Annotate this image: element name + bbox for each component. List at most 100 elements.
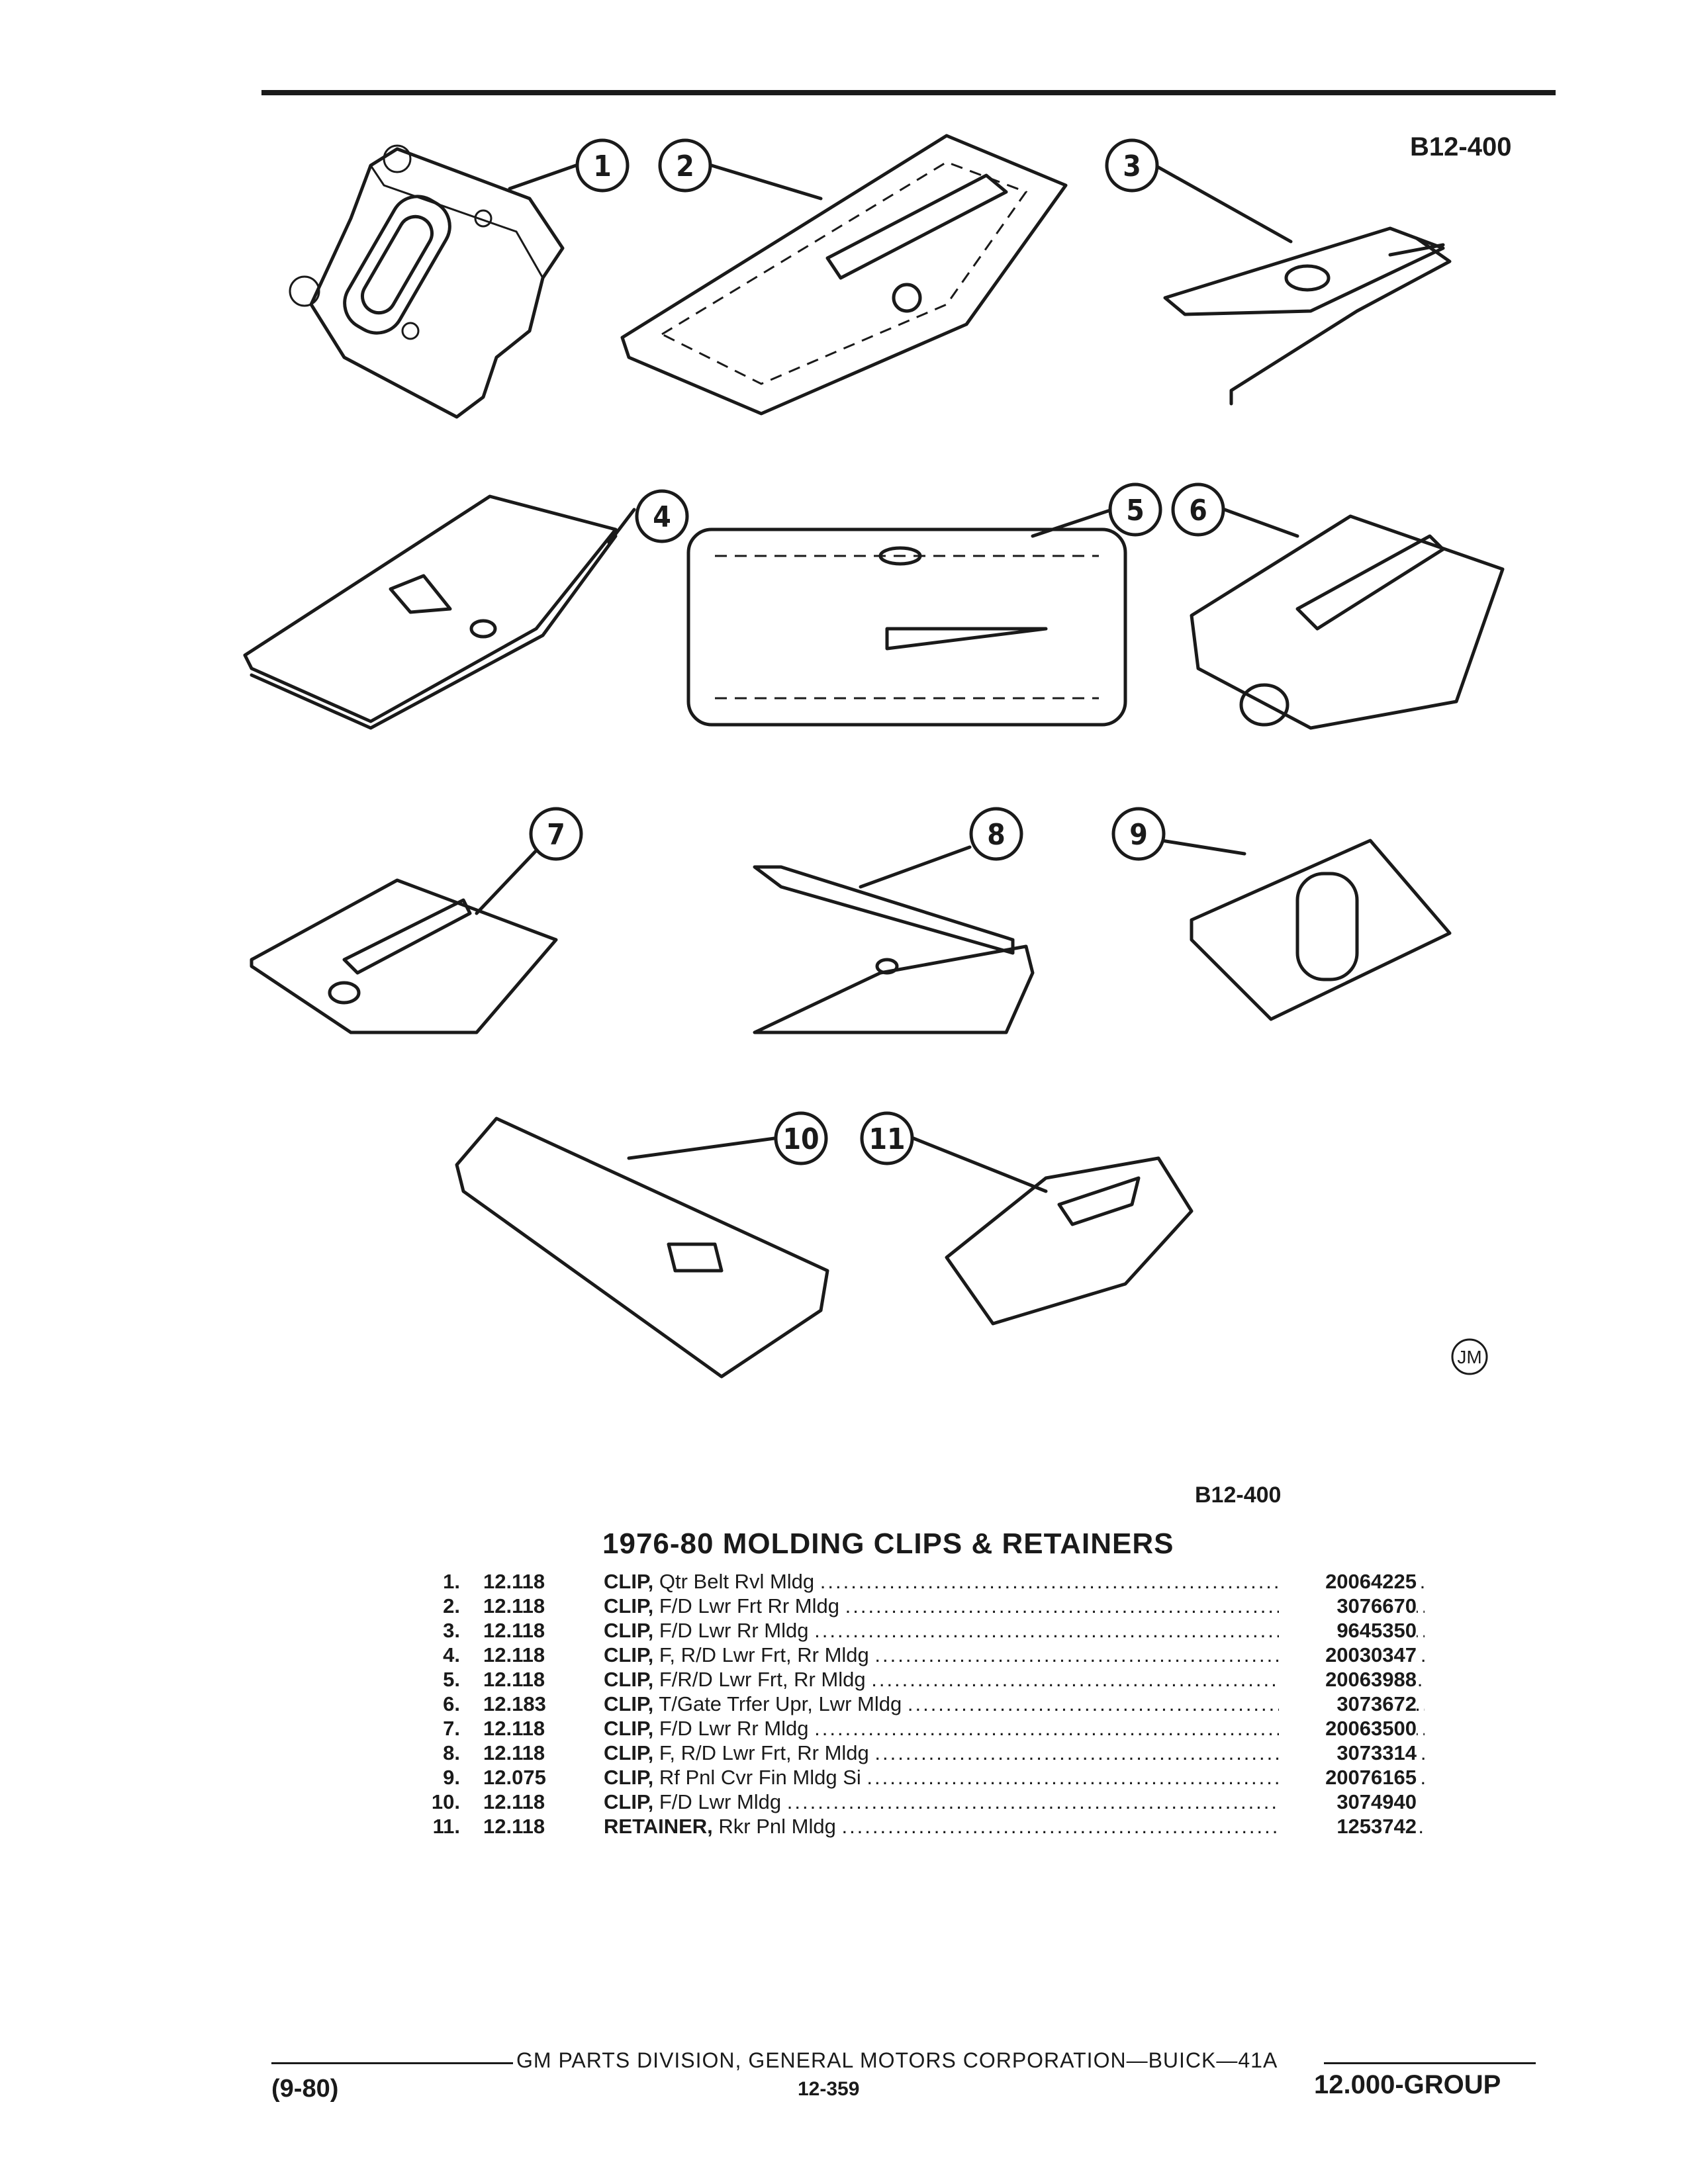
part-number: 20064225	[1279, 1570, 1417, 1594]
footer-group: 12.000-GROUP	[1314, 2070, 1501, 2099]
part-9-drawing	[1190, 839, 1452, 1021]
callout-6: 6	[1171, 482, 1225, 537]
item-number: 1.	[443, 1570, 460, 1593]
callout-5-label: 5	[1126, 494, 1145, 527]
item-number: 5.	[443, 1668, 460, 1691]
footer-rule-right	[1324, 2062, 1536, 2064]
part-number: 20076165	[1279, 1766, 1417, 1790]
part-name: CLIP,	[604, 1594, 654, 1617]
item-number: 4.	[443, 1643, 460, 1666]
footer-corporation: GM PARTS DIVISION, GENERAL MOTORS CORPOR…	[516, 2048, 1278, 2072]
item-number: 11.	[432, 1815, 460, 1838]
callout-1: 1	[575, 138, 630, 193]
part-detail: F/D Lwr Frt Rr Mldg	[659, 1594, 839, 1617]
callout-8: 8	[969, 807, 1023, 861]
callout-1-label: 1	[593, 150, 612, 183]
part-number: 3076670	[1279, 1594, 1417, 1618]
item-number: 7.	[443, 1717, 460, 1740]
parts-illustration: 1 2 3 4 5 6 7 8 9 10 11 JM	[243, 134, 1505, 1379]
item-number: 2.	[443, 1594, 460, 1617]
part-3-drawing	[1163, 226, 1452, 406]
part-11-drawing	[945, 1156, 1194, 1326]
part-name: CLIP,	[604, 1741, 654, 1764]
illustrator-mark-label: JM	[1457, 1347, 1481, 1367]
callout-10: 10	[774, 1111, 828, 1165]
part-detail: Qtr Belt Rvl Mldg	[659, 1570, 815, 1593]
part-number: 20063500	[1279, 1717, 1417, 1741]
footer-date: (9-80)	[271, 2075, 339, 2103]
top-rule	[261, 90, 1556, 95]
part-name: CLIP,	[604, 1692, 654, 1715]
part-1-drawing	[289, 144, 565, 419]
callout-2-label: 2	[676, 150, 694, 183]
group-number: 12.118	[483, 1717, 545, 1740]
part-name: CLIP,	[604, 1766, 654, 1789]
part-4-drawing	[243, 494, 618, 730]
part-number: 20030347	[1279, 1643, 1417, 1667]
callout-3: 3	[1105, 138, 1159, 193]
callout-2: 2	[658, 138, 712, 193]
group-number: 12.118	[483, 1594, 545, 1617]
footer-rule-left	[271, 2062, 513, 2064]
callout-9: 9	[1111, 807, 1166, 861]
group-number: 12.118	[483, 1570, 545, 1593]
part-name: RETAINER,	[604, 1815, 713, 1838]
group-number: 12.118	[483, 1815, 545, 1838]
callout-3-label: 3	[1123, 150, 1141, 183]
callout-5: 5	[1108, 482, 1162, 537]
group-number: 12.075	[483, 1766, 546, 1789]
callout-7-label: 7	[547, 818, 565, 852]
part-number: 3074940	[1279, 1790, 1417, 1814]
part-name: CLIP,	[604, 1570, 654, 1593]
group-number: 12.183	[483, 1692, 546, 1715]
callout-8-label: 8	[987, 818, 1006, 852]
part-number: 20063988	[1279, 1668, 1417, 1692]
callout-7: 7	[529, 807, 583, 861]
part-2-drawing	[620, 134, 1068, 416]
callout-10-label: 10	[782, 1122, 819, 1156]
leader-lines	[475, 163, 1299, 1193]
callout-11: 11	[860, 1111, 914, 1165]
part-number: 9645350	[1279, 1619, 1417, 1643]
footer-page-number: 12-359	[798, 2078, 860, 2100]
item-number: 3.	[443, 1619, 460, 1642]
part-5-drawing	[686, 527, 1127, 727]
group-number: 12.118	[483, 1668, 545, 1691]
item-number: 10.	[431, 1790, 460, 1813]
group-number: 12.118	[483, 1619, 545, 1642]
part-name: CLIP,	[604, 1717, 654, 1740]
item-number: 9.	[443, 1766, 460, 1789]
part-detail: F/R/D Lwr Frt, Rr Mldg	[659, 1668, 866, 1691]
part-detail: Rkr Pnl Mldg	[718, 1815, 836, 1838]
callout-6-label: 6	[1189, 494, 1207, 527]
part-detail: F, R/D Lwr Frt, Rr Mldg	[659, 1643, 869, 1666]
part-name: CLIP,	[604, 1619, 654, 1642]
part-name: CLIP,	[604, 1668, 654, 1691]
part-number: 1253742	[1279, 1815, 1417, 1839]
callout-9-label: 9	[1129, 818, 1148, 852]
part-name: CLIP,	[604, 1790, 654, 1813]
part-6-drawing	[1190, 514, 1505, 730]
part-7-drawing	[250, 878, 558, 1034]
group-number: 12.118	[483, 1790, 545, 1813]
part-detail: F/D Lwr Rr Mldg	[659, 1619, 809, 1642]
figure-code: B12-400	[1410, 132, 1512, 161]
part-8-drawing	[753, 865, 1035, 1034]
part-detail: T/Gate Trfer Upr, Lwr Mldg	[659, 1692, 902, 1715]
illustrator-mark: JM	[1451, 1338, 1488, 1375]
parts-list-title: 1976-80 MOLDING CLIPS & RETAINERS	[602, 1527, 1174, 1560]
callout-11-label: 11	[868, 1122, 905, 1156]
callout-4: 4	[635, 489, 689, 543]
part-name: CLIP,	[604, 1643, 654, 1666]
